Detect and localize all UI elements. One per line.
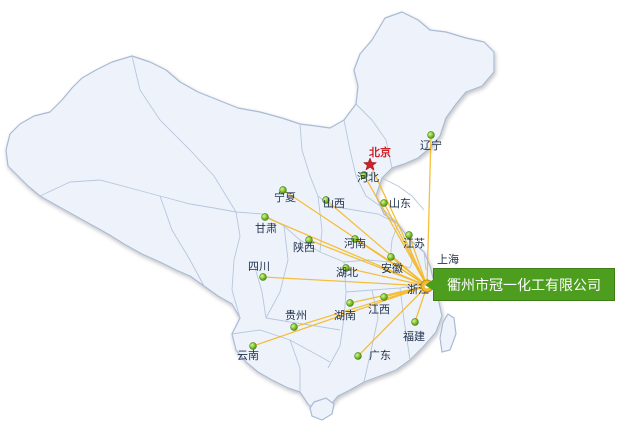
dot-marker-icon[interactable]	[354, 352, 362, 360]
dot-marker-icon[interactable]	[322, 196, 330, 204]
label-hebei[interactable]: 河北	[357, 171, 379, 184]
route-line-hubei	[345, 267, 428, 287]
label-henan[interactable]: 河南	[344, 237, 366, 250]
dot-marker-icon[interactable]	[360, 171, 368, 179]
route-line-jiangsu	[408, 234, 428, 287]
label-sichuan[interactable]: 四川	[248, 260, 270, 273]
label-shanxi[interactable]: 山西	[323, 197, 345, 210]
dot-marker-icon[interactable]	[387, 253, 395, 261]
label-shandong[interactable]: 山东	[389, 197, 411, 210]
dot-marker-icon[interactable]	[427, 131, 435, 139]
route-line-guizhou	[293, 285, 428, 328]
route-line-beijing	[369, 163, 428, 287]
dot-marker-icon[interactable]	[380, 293, 388, 301]
label-hubei[interactable]: 湖北	[336, 266, 358, 279]
label-jiangsu[interactable]: 江苏	[403, 237, 425, 250]
label-hunan[interactable]: 湖南	[334, 309, 356, 322]
dot-marker-icon[interactable]	[261, 213, 269, 221]
capital-marker: 北京	[362, 145, 391, 171]
dot-marker-icon[interactable]	[380, 199, 388, 207]
company-name-banner[interactable]: 衢州市冠一化工有限公司	[425, 268, 615, 301]
dot-marker-icon[interactable]	[279, 186, 287, 194]
route-lines	[252, 134, 432, 357]
label-liaoning[interactable]: 辽宁	[420, 138, 442, 152]
label-guizhou[interactable]: 贵州	[285, 309, 307, 322]
route-line-yunnan	[252, 285, 428, 347]
label-gansu[interactable]: 甘肃	[255, 222, 277, 235]
dot-marker-icon[interactable]	[305, 236, 313, 244]
dot-marker-icon[interactable]	[290, 323, 298, 331]
label-shanghai[interactable]: 上海	[437, 252, 459, 266]
dot-marker-icon[interactable]	[351, 235, 359, 243]
label-guangdong[interactable]: 广东	[369, 349, 391, 362]
label-fujian[interactable]: 福建	[403, 329, 425, 343]
label-jiangxi[interactable]: 江西	[368, 303, 390, 316]
label-anhui[interactable]: 安徽	[381, 261, 403, 275]
capital-label[interactable]: 北京	[369, 145, 391, 159]
dot-marker-icon[interactable]	[346, 299, 354, 307]
province-markers	[249, 131, 435, 360]
route-line-anhui	[390, 256, 428, 287]
route-line-guangdong	[357, 285, 428, 357]
route-line-henan	[354, 238, 428, 287]
dot-marker-icon[interactable]	[342, 264, 350, 272]
label-yunnan[interactable]: 云南	[237, 349, 259, 362]
route-line-gansu	[264, 216, 428, 287]
label-ningxia[interactable]: 宁夏	[274, 190, 296, 204]
route-line-shaanxi	[308, 239, 428, 287]
dot-marker-icon[interactable]	[411, 318, 419, 326]
star-icon	[362, 157, 378, 171]
dot-marker-icon[interactable]	[259, 273, 267, 281]
route-line-sichuan	[262, 276, 428, 287]
taiwan-island	[439, 313, 457, 353]
label-shaanxi[interactable]: 陕西	[293, 240, 315, 254]
route-line-hebei	[363, 174, 428, 287]
dot-marker-icon[interactable]	[405, 231, 413, 239]
hainan-island	[309, 397, 335, 421]
dot-marker-icon[interactable]	[249, 342, 257, 350]
province-labels: 辽宁 河北 山西 山东 宁夏 甘肃 陕西 河南 江苏 上海 四川 湖北 安徽 浙…	[237, 138, 459, 362]
route-line-liaoning	[426, 134, 432, 287]
